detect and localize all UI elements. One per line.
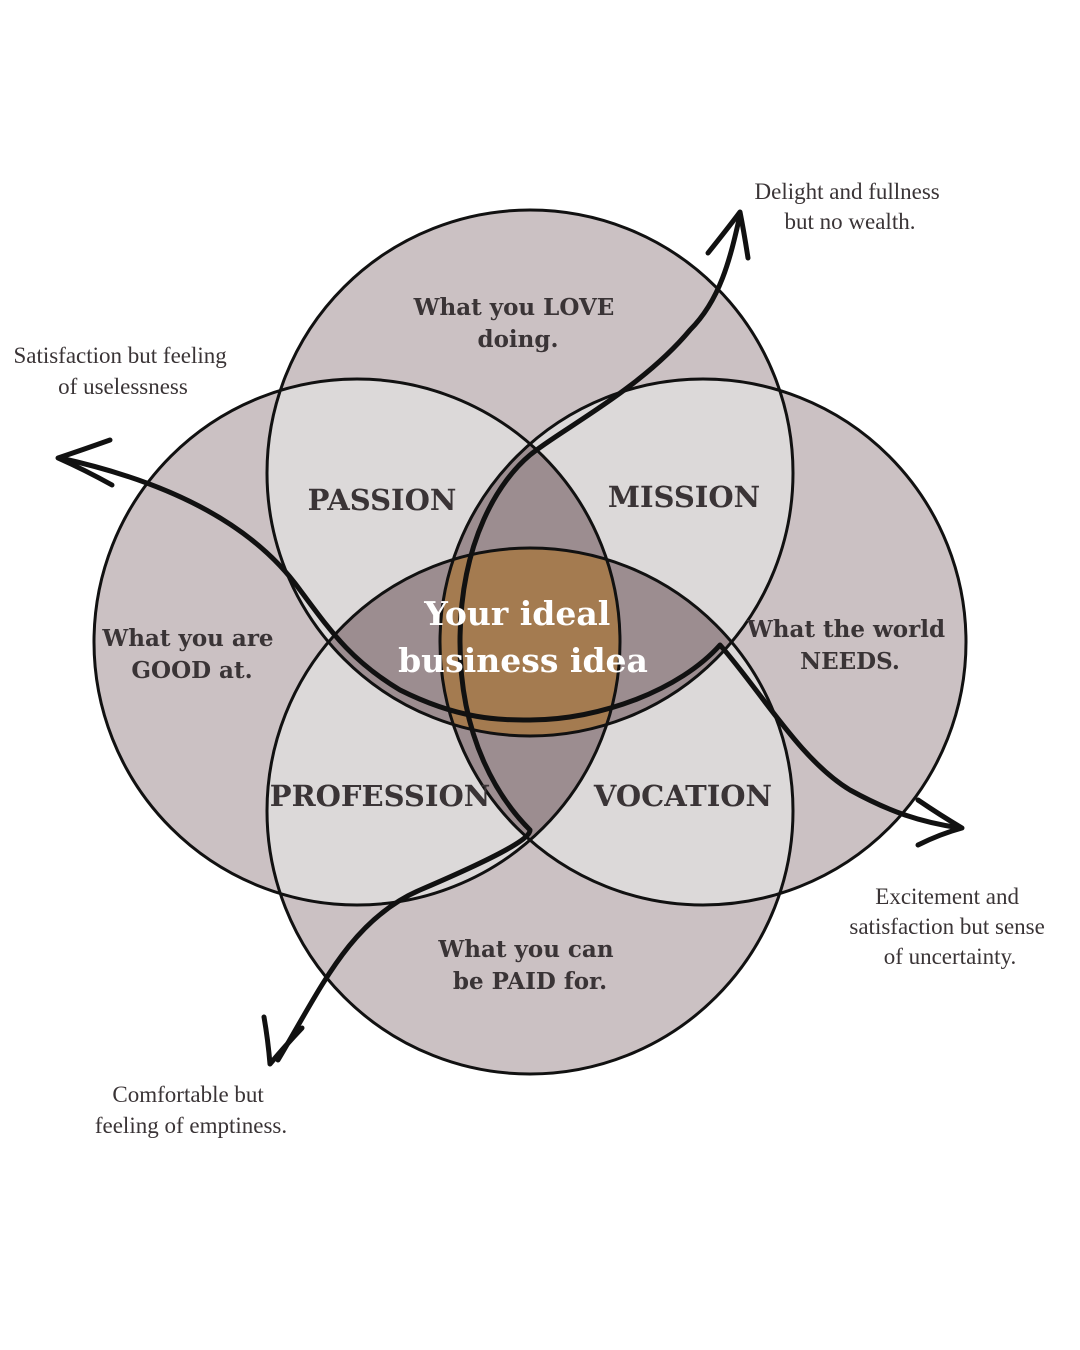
outcome-top-right: Delight and fullness but no wealth. (755, 179, 946, 234)
good-label: What you are GOOD at. (101, 625, 281, 684)
outcome-bottom-left: Comfortable but feeling of emptiness. (95, 1082, 287, 1138)
mission-label: MISSION (608, 480, 760, 514)
outcome-bottom-right: Excitement and satisfaction but sense of… (849, 884, 1050, 969)
arrowheads (55, 209, 965, 1067)
arrow-curve-horizontal (57, 455, 963, 831)
arrowhead-bottom-right (915, 797, 965, 848)
arrowhead-top-left (55, 437, 115, 488)
vertical-lens (440, 379, 620, 905)
passion-label: PASSION (308, 483, 457, 517)
arrows (57, 212, 963, 1063)
circle-outlines (92, 208, 968, 1076)
center-label: Your ideal business idea (398, 594, 648, 680)
arrowhead-bottom-left (261, 1014, 305, 1067)
outcome-top-left: Satisfaction but feeling of uselessness (13, 343, 232, 399)
vocation-label: VOCATION (593, 779, 772, 813)
arrow-curve-vertical (275, 212, 743, 1063)
needs-label: What the world NEEDS. (746, 616, 953, 675)
horizontal-lens (267, 548, 793, 736)
paid-label: What you can be PAID for. (437, 936, 621, 995)
arrowhead-top-right (705, 209, 751, 261)
profession-label: PROFESSION (270, 779, 490, 813)
love-label: What you LOVE doing. (413, 294, 623, 353)
